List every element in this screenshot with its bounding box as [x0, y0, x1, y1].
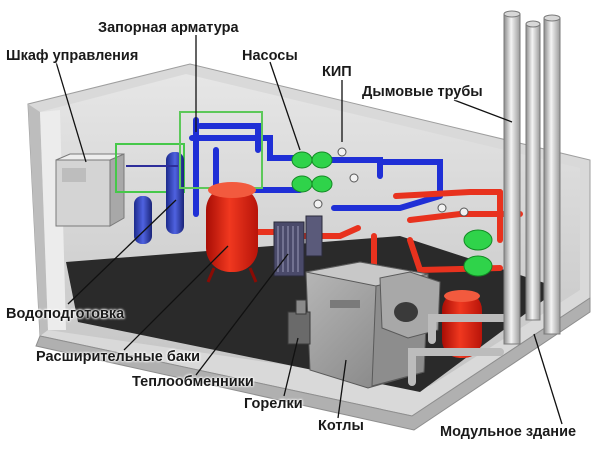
label-heat-exchangers: Теплообменники	[132, 374, 254, 390]
expansion-tank-small	[442, 290, 482, 358]
label-boilers: Котлы	[318, 418, 364, 434]
label-shutoff-valves: Запорная арматура	[98, 20, 239, 36]
label-chimneys: Дымовые трубы	[362, 84, 483, 100]
label-pumps: Насосы	[242, 48, 298, 64]
label-control-cabinet: Шкаф управления	[6, 48, 138, 64]
chimneys	[504, 11, 560, 344]
label-expansion-tanks: Расширительные баки	[36, 349, 200, 365]
label-burners: Горелки	[244, 396, 303, 412]
label-modular-building: Модульное здание	[440, 424, 576, 440]
label-water-treatment: Водоподготовка	[6, 306, 124, 322]
label-instrumentation: КИП	[322, 64, 352, 80]
control-cabinet	[56, 154, 124, 226]
